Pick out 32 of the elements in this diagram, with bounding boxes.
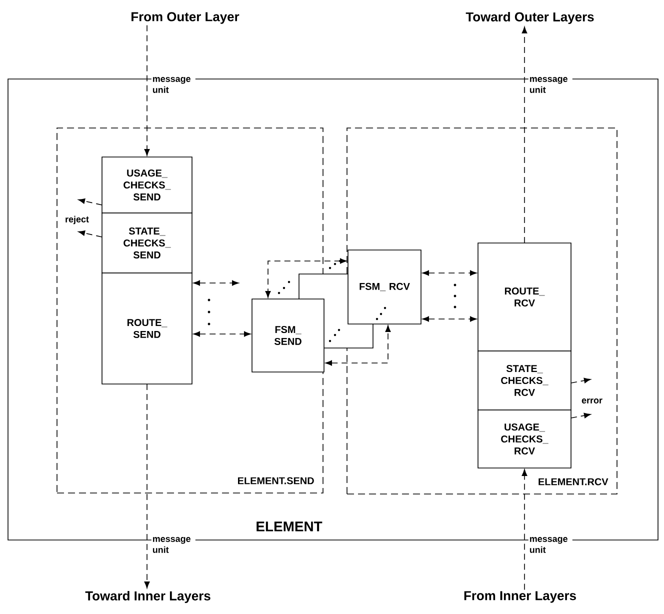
arrow — [570, 412, 591, 418]
arrow — [325, 325, 391, 366]
module-box: STATE_ CHECKS_ RCV — [478, 350, 572, 410]
side-label: error — [582, 398, 602, 404]
layer-label: Toward Outer Layers — [466, 12, 594, 24]
module-box: FSM_ RCV — [348, 250, 422, 324]
module-box: USAGE_ CHECKS_ SEND — [102, 156, 192, 214]
arrow — [265, 258, 347, 298]
module-box: ROUTE_ RCV — [478, 242, 572, 352]
layer-label: From Outer Layer — [132, 12, 240, 24]
arrow — [193, 331, 251, 337]
edge-label: message unit — [151, 536, 196, 554]
arrow — [144, 384, 150, 588]
arrow — [78, 198, 102, 206]
arrow — [422, 270, 477, 276]
arrow — [144, 24, 150, 156]
arrow — [78, 230, 102, 238]
module-box: USAGE_ CHECKS_ RCV — [478, 410, 572, 468]
side-label: reject — [66, 216, 89, 224]
edge-label: message unit — [528, 536, 572, 554]
arrow — [522, 469, 528, 590]
arrow — [570, 378, 591, 384]
module-box: STATE_ CHECKS_ SEND — [102, 212, 192, 274]
arrow — [422, 316, 477, 322]
layer-label: Toward Inner Layers — [85, 590, 210, 604]
arrow — [193, 280, 239, 286]
module-box: FSM_ SEND — [252, 298, 324, 372]
layer-label: From Inner Layers — [464, 591, 576, 603]
edge-label: message unit — [528, 76, 572, 94]
edge-label: message unit — [151, 76, 196, 94]
module-box: ROUTE_ SEND — [102, 272, 192, 384]
arrow — [522, 26, 528, 244]
